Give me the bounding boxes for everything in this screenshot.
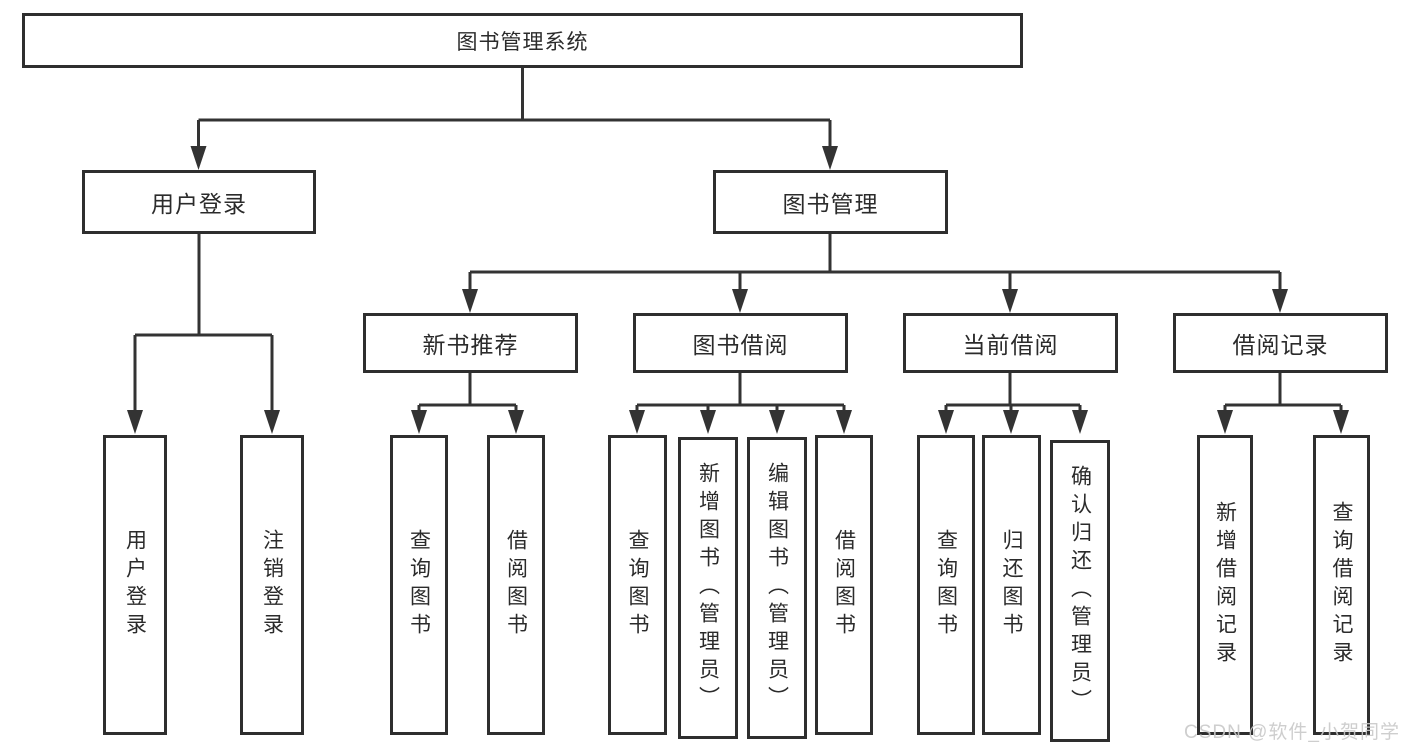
watermark-text: CSDN @软件_小贺同学 [1184,722,1400,743]
connector-user-login [133,234,274,412]
arrowhead [127,410,143,434]
node-borrow-records-label: 借阅记录 [1232,332,1329,358]
leaf-cb-return-books: 归还图书 [982,435,1041,735]
leaf-bb-query-books-label: 查询图书 [626,529,649,641]
leaf-nbr-query-books: 查询图书 [390,435,448,735]
arrowhead [836,410,852,434]
node-user-login: 用户登录 [82,170,316,234]
node-root: 图书管理系统 [22,13,1023,68]
node-book-borrow: 图书借阅 [633,313,848,373]
node-user-login-label: 用户登录 [151,191,247,217]
leaf-bb-edit-book-admin-label: 编辑图书（管理员） [765,462,789,714]
arrowhead [411,410,427,434]
leaf-logout: 注销登录 [240,435,304,735]
leaf-bb-borrow-books-label: 借阅图书 [832,529,856,641]
arrowhead [769,410,785,434]
arrowhead [1003,410,1019,434]
connector-book-management [468,234,1282,292]
arrowhead [1072,410,1088,434]
connector-current-borrow [944,373,1082,412]
node-root-label: 图书管理系统 [456,30,589,54]
arrowhead [1333,410,1349,434]
arrowhead [938,410,954,434]
arrowhead [1002,289,1018,313]
leaf-bb-add-book-admin: 新增图书（管理员） [678,437,738,739]
node-borrow-records: 借阅记录 [1173,313,1388,373]
leaf-user-login-label: 用户登录 [123,529,147,641]
arrowhead [822,146,838,170]
leaf-br-query-record: 查询借阅记录 [1313,435,1370,735]
leaf-nbr-borrow-books-label: 借阅图书 [504,529,528,641]
leaf-br-query-record-label: 查询借阅记录 [1330,501,1353,669]
leaf-bb-edit-book-admin: 编辑图书（管理员） [747,437,807,739]
leaf-cb-confirm-return-admin: 确认归还（管理员） [1050,440,1110,742]
arrowhead [190,146,207,170]
leaf-bb-borrow-books: 借阅图书 [815,435,873,735]
leaf-bb-add-book-admin-label: 新增图书（管理员） [696,462,720,714]
node-current-borrow: 当前借阅 [903,313,1118,373]
node-book-borrow-label: 图书借阅 [692,332,789,358]
node-new-book-recommend: 新书推荐 [363,313,578,373]
arrowhead [462,289,478,313]
connector-root [197,68,832,150]
connector-new-book-recommend [417,373,518,412]
leaf-bb-query-books: 查询图书 [608,435,667,735]
arrowhead [700,410,716,434]
arrowhead [1217,410,1233,434]
node-new-book-recommend-label: 新书推荐 [422,332,519,358]
connector-borrow-records [1223,373,1343,412]
leaf-logout-label: 注销登录 [260,529,284,641]
node-current-borrow-label: 当前借阅 [962,332,1059,358]
node-book-management: 图书管理 [713,170,948,234]
leaf-cb-confirm-return-admin-label: 确认归还（管理员） [1068,465,1092,717]
connector-book-borrow [635,373,846,412]
arrowhead [508,410,524,434]
leaf-cb-query-books: 查询图书 [917,435,975,735]
arrowhead [629,410,645,434]
leaf-nbr-borrow-books: 借阅图书 [487,435,545,735]
leaf-cb-return-books-label: 归还图书 [1000,529,1023,641]
leaf-nbr-query-books-label: 查询图书 [407,529,431,641]
leaf-br-add-record-label: 新增借阅记录 [1213,501,1237,669]
leaf-user-login: 用户登录 [103,435,167,735]
arrowhead [264,410,280,434]
arrowhead [1272,289,1288,313]
arrowhead [732,289,748,313]
leaf-cb-query-books-label: 查询图书 [934,529,958,641]
leaf-br-add-record: 新增借阅记录 [1197,435,1253,735]
node-book-management-label: 图书管理 [782,191,879,217]
